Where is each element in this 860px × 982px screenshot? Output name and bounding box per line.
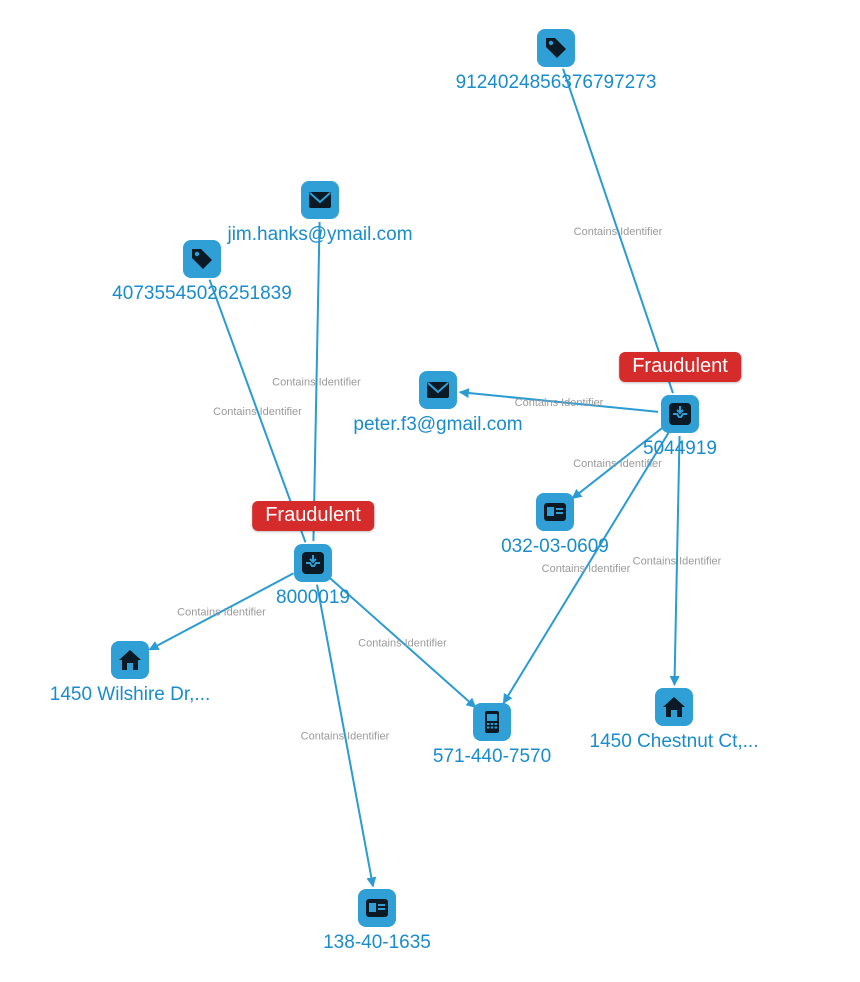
edge-label: Contains Identifier	[213, 406, 302, 418]
edge-label: Contains Identifier	[515, 397, 604, 409]
edge-line[interactable]	[208, 279, 307, 543]
phone-icon	[473, 703, 511, 741]
node-label: jim.hanks@ymail.com	[227, 224, 413, 245]
edge-label: Contains Identifier	[633, 556, 722, 568]
envelope-icon	[301, 181, 339, 219]
fraudulent-badge: Fraudulent	[252, 501, 374, 531]
inbox-icon	[661, 395, 699, 433]
edge-line[interactable]	[571, 426, 664, 500]
edge-line[interactable]	[328, 576, 477, 709]
node-label: 9124024856376797273	[455, 72, 657, 93]
node-label: 4073554502625183​9	[112, 283, 292, 304]
tag-icon	[537, 29, 575, 67]
node-label: peter.f3@gmail.com	[353, 414, 523, 435]
id-card-icon	[358, 889, 396, 927]
node-label: 571-440-7570	[432, 746, 552, 767]
edge-line[interactable]	[458, 388, 659, 413]
id-card-icon	[536, 493, 574, 531]
node-label: 1450 Wilshire Dr,...	[49, 684, 211, 705]
node-label: 138-40-1635	[323, 932, 431, 953]
node-label: 032-03-0609	[501, 536, 609, 557]
edge-line[interactable]	[562, 68, 674, 394]
edge-label: Contains Identifier	[272, 377, 361, 389]
edge-line[interactable]	[312, 221, 321, 542]
edge-line[interactable]	[316, 584, 377, 888]
edge-label: Contains Identifier	[301, 731, 390, 743]
inbox-icon	[294, 544, 332, 582]
node-label: 1450 Chestnut Ct,...	[589, 731, 759, 752]
edge-label: Contains Identifier	[177, 607, 266, 619]
edge-label: Contains Identifier	[574, 226, 663, 238]
edge-label: Contains Identifier	[358, 638, 447, 650]
envelope-icon	[419, 371, 457, 409]
house-icon	[655, 688, 693, 726]
edge-label: Contains Identifier	[573, 458, 662, 470]
node-label: 5044919	[643, 438, 717, 459]
house-icon	[111, 641, 149, 679]
node-label: 8000019	[276, 587, 350, 608]
edge-line[interactable]	[148, 572, 295, 651]
edge-line[interactable]	[669, 435, 681, 687]
tag-icon	[183, 240, 221, 278]
edge-line[interactable]	[502, 432, 670, 705]
edge-label: Contains Identifier	[542, 563, 631, 575]
fraudulent-badge: Fraudulent	[619, 352, 741, 382]
